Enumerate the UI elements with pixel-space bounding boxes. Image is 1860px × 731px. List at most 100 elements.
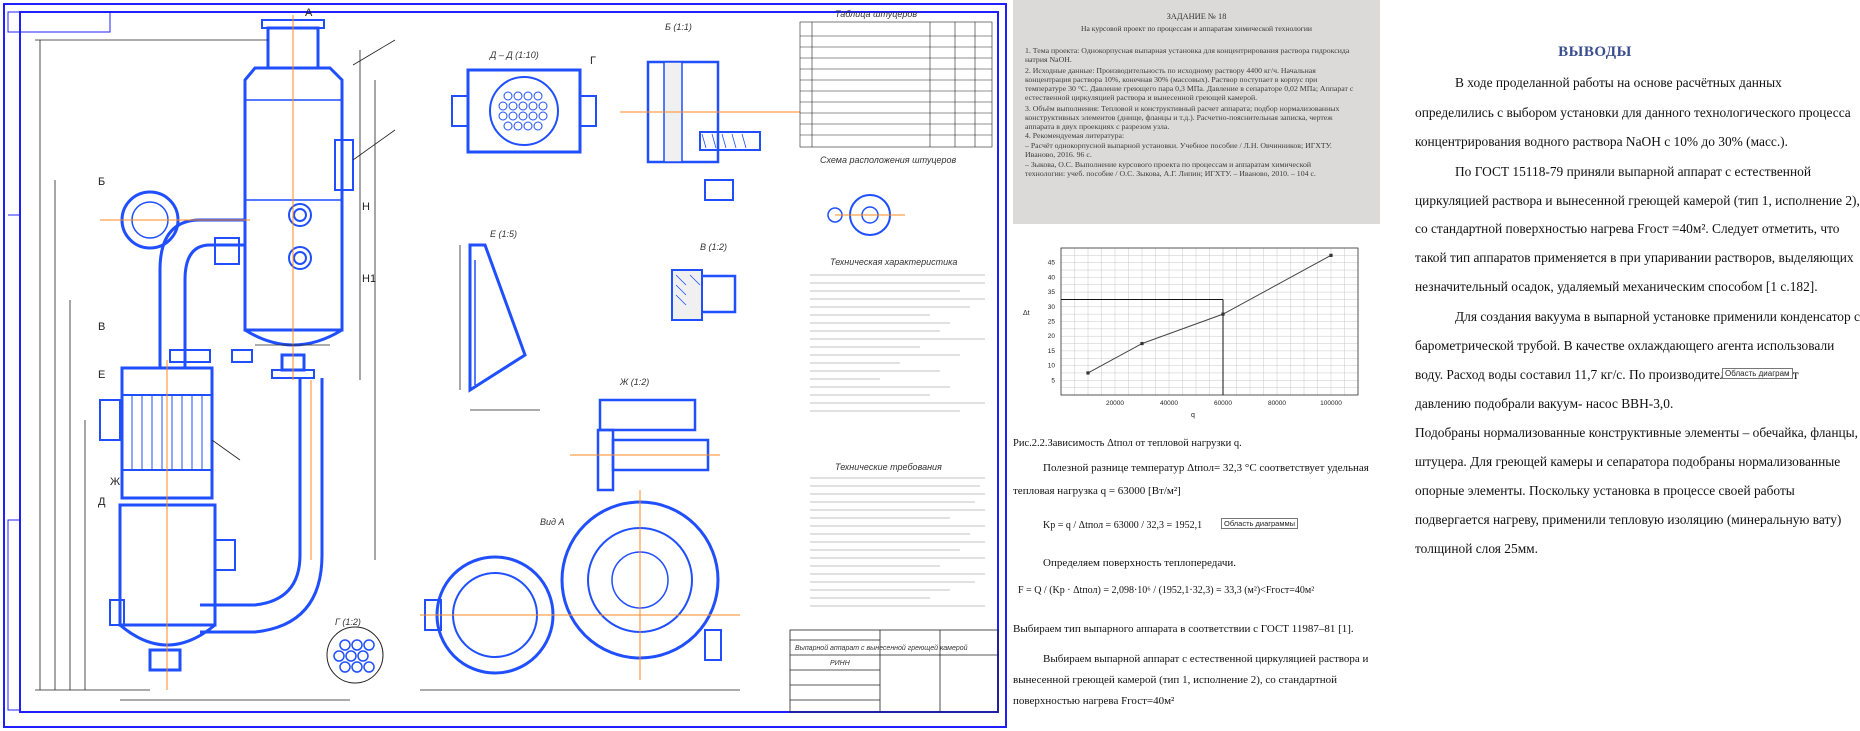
conclusion-line: циркуляцией раствора и вынесенной греюще… (1415, 193, 1860, 208)
conclusion-line: барометрической трубой. В качестве охлаж… (1415, 338, 1835, 353)
conclusion-line: Подобраны нормализованные конструктивные… (1415, 425, 1859, 440)
assignment-line: Иваново, 2016. 96 с. (1025, 150, 1092, 159)
conclusion-line: подвергается нагреву, применили тепловую… (1415, 512, 1842, 527)
k-formula: Kр = q / Δtпол = 63000 / 32,3 = 1952,1 (1043, 520, 1203, 531)
letter-a: А (305, 7, 313, 19)
x-tick-label: 100000 (1320, 400, 1342, 407)
y-tick-label: 5 (1051, 377, 1055, 384)
data-point (1086, 371, 1090, 375)
conclusion-line: незначительный осадок, удаляемый механич… (1415, 279, 1818, 294)
y-tick-label: 20 (1048, 333, 1056, 340)
f-formula: F = Q / (Kр · Δtпол) = 2,098·10⁶ / (1952… (1018, 585, 1315, 596)
x-axis-label: q (1191, 412, 1195, 419)
label-b-b: Б (1:1) (665, 22, 692, 32)
hole-scheme (827, 194, 905, 236)
y-tick-label: 15 (1048, 348, 1056, 355)
assignment-line: – Зыкова, О.С. Выполнение курсового прое… (1025, 160, 1312, 169)
conclusion-line: давлению подобрали вакуум- насос ВВН-3,0… (1415, 396, 1674, 411)
assignment-line: 4. Рекомендуемая литература: (1025, 131, 1125, 140)
assignment-subtitle: На курсовой проект по процессам и аппара… (1081, 24, 1312, 33)
conclusion-line: опорные элементы. Поскольку установка в … (1415, 483, 1795, 498)
view-a (420, 490, 740, 691)
conclusion-line: такой тип аппаратов применяется в при уп… (1415, 250, 1854, 265)
calc-paragraph: тепловая нагрузка q = 63000 [Вт/м²] (1013, 485, 1181, 497)
data-point (1329, 253, 1333, 257)
conclusion-line: По ГОСТ 15118-79 приняли выпарной аппара… (1455, 164, 1811, 179)
conclusion-line: концентрирования водного раствора NaOH с… (1415, 134, 1788, 149)
axis-lines (100, 15, 312, 690)
section-b (620, 60, 800, 201)
section-e (459, 243, 540, 411)
label-tech-char: Техническая характеристика (830, 257, 957, 267)
letter-d: Д (98, 496, 106, 508)
spec-table (799, 21, 993, 148)
assignment-title: ЗАДАНИЕ № 18 (1166, 12, 1227, 21)
section-g (326, 626, 384, 684)
y-axis-label: Δt (1023, 310, 1030, 317)
heating-tubes (131, 395, 203, 470)
assignment-photo: ЗАДАНИЕ № 18 На курсовой проект по проце… (1013, 0, 1380, 224)
x-tick-label: 40000 (1160, 400, 1178, 407)
letter-v: В (98, 321, 105, 333)
assignment-line: естественной циркуляцией раствора и выне… (1025, 93, 1258, 102)
calc-paragraph: поверхностью нагрева Fгост=40м² (1013, 695, 1175, 707)
data-point (1140, 341, 1144, 346)
calc-paragraph: Полезной разнице температур Δtпол= 32,3 … (1043, 462, 1369, 474)
conclusions-page: ВЫВОДЫ В ходе проделанной работы на осно… (1395, 0, 1860, 731)
label-tech-req: Технические требования (835, 462, 942, 472)
y-tick-label: 35 (1048, 289, 1056, 296)
conclusion-line: толщиной слоя 25мм. (1415, 541, 1538, 556)
label-vid-a: Вид А (540, 517, 565, 527)
label-v: В (1:2) (700, 242, 727, 252)
conclusion-line: определились с выбором установки для дан… (1415, 105, 1851, 120)
dimension-lines (35, 39, 396, 701)
conclusion-line: штуцера. Для греющей камеры и сепаратора… (1415, 454, 1841, 469)
calc-paragraph: Выбираем тип выпарного аппарата в соотве… (1013, 623, 1354, 635)
chart-area-tooltip: Область диаграм (1722, 368, 1793, 379)
letter-n1: Н1 (362, 273, 376, 285)
assignment-line: натрия NaOH. (1025, 55, 1072, 64)
label-zh: Ж (1:2) (619, 377, 649, 387)
assignment-line: 3. Объём выполнения: Тепловой и конструк… (1025, 104, 1340, 113)
calculation-text: Рис.2.2.Зависимость Δtпол от тепловой на… (1013, 430, 1380, 731)
chart-area-tooltip: Область диаграммы (1221, 518, 1299, 529)
sight-glasses (288, 203, 312, 270)
outer-frame (3, 3, 1007, 728)
y-tick-label: 25 (1048, 319, 1056, 326)
x-tick-label: 80000 (1268, 400, 1286, 407)
conclusion-line: Для создания вакуума в выпарной установк… (1455, 309, 1860, 324)
label-g: Г (1:2) (335, 617, 361, 627)
letter-b: Б (98, 176, 105, 188)
calc-paragraph: вынесенной греющей камерой (тип 1, испол… (1013, 674, 1338, 686)
assignment-line: – Расчёт однокорпусной выпарной установк… (1025, 141, 1332, 150)
data-point (1221, 312, 1225, 316)
calc-paragraph: Выбираем выпарной аппарат с естественной… (1043, 653, 1369, 665)
y-tick-label: 30 (1048, 304, 1056, 311)
section-d-d (451, 68, 597, 154)
drawing-canvas: Д – Д (1:10) Б (1:1) Е (1:5) В (1:2) Ж (… (3, 3, 1007, 728)
plot-frame (1060, 247, 1359, 396)
assignment-line: аппарата в двух проекциях с разрезом узл… (1025, 122, 1170, 131)
figure-caption: Рис.2.2.Зависимость Δtпол от тепловой на… (1013, 438, 1242, 449)
corner-stamp (7, 11, 111, 33)
assignment-line: температуре 30 °С. Давление греющего пар… (1025, 84, 1354, 93)
letter-g: Г (590, 55, 596, 67)
conclusion-line: В ходе проделанной работы на основе расч… (1455, 75, 1782, 90)
label-title-block2: РИНН (830, 660, 851, 667)
conclusions-heading: ВЫВОДЫ (1558, 44, 1632, 60)
inner-frame (19, 11, 999, 713)
assignment-line: конструктивных элементов (днище, фланцы … (1025, 113, 1333, 122)
x-tick-label: 20000 (1106, 400, 1124, 407)
letter-zh: Ж (110, 476, 120, 488)
assignment-line: 1. Тема проекта: Однокорпусная выпарная … (1025, 46, 1350, 55)
assignment-line: концентрация раствора 10%, конечная 30% … (1025, 75, 1318, 84)
label-title-block: Выпарной аппарат с вынесенной греющей ка… (795, 644, 968, 652)
section-zh (570, 398, 720, 492)
y-tick-label: 45 (1048, 260, 1056, 267)
y-tick-label: 40 (1048, 274, 1056, 281)
label-hole-scheme: Схема расположения штуцеров (820, 155, 957, 165)
y-tick-label: 10 (1048, 363, 1056, 370)
series-line (1087, 254, 1332, 374)
